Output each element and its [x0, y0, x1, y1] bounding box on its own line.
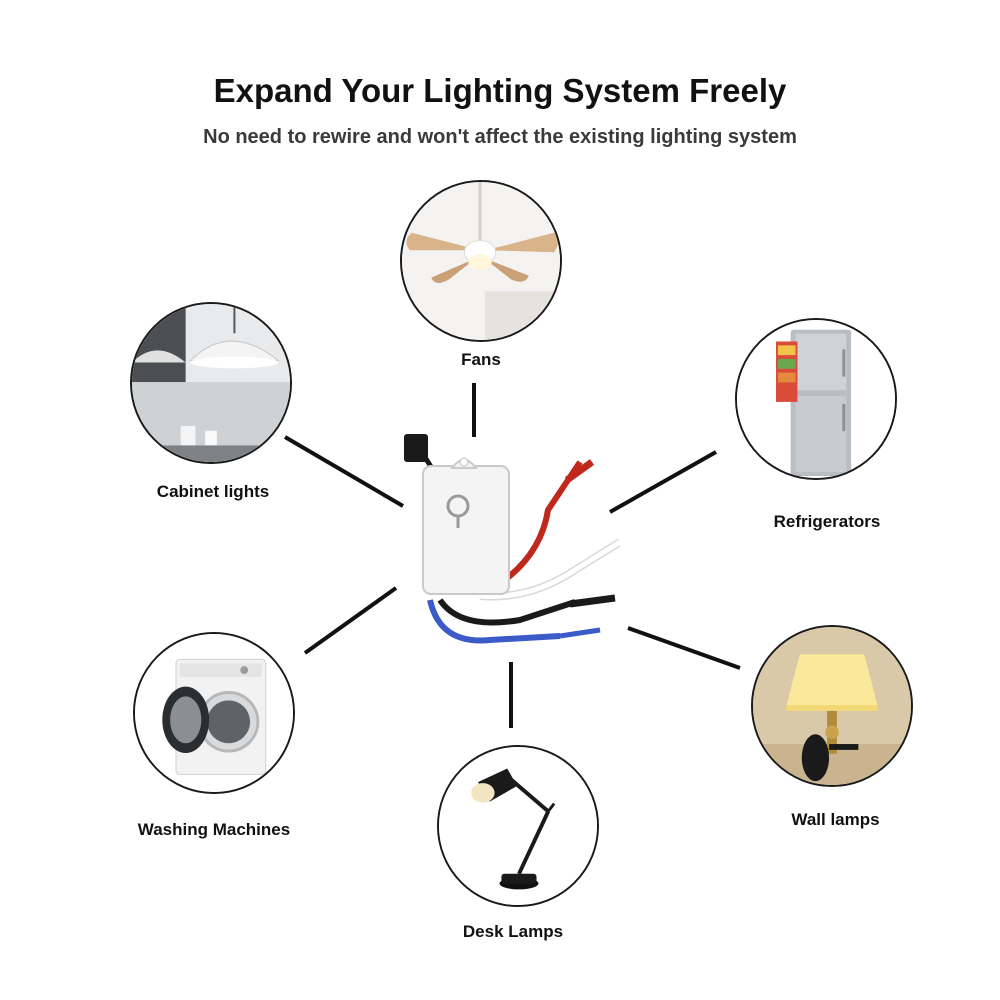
- wall-lamps-image: [751, 625, 913, 787]
- ceiling-fan-icon: [402, 182, 560, 340]
- page-title: Expand Your Lighting System Freely: [213, 72, 787, 109]
- pendant-lamp-icon: [132, 304, 290, 462]
- refrigerator-icon: [737, 320, 895, 478]
- washing-machines-image: [133, 632, 295, 794]
- fans-image: [400, 180, 562, 342]
- cabinet-lights-label: Cabinet lights: [156, 482, 270, 501]
- washing-machines-label: Washing Machines: [137, 820, 291, 839]
- connector-line-washer: [303, 586, 398, 655]
- desk-lamp-icon: [439, 747, 597, 905]
- page-subtitle: No need to rewire and won't affect the e…: [203, 126, 797, 148]
- wall-lamp-icon: [753, 627, 911, 785]
- wall-lamps-label: Wall lamps: [791, 810, 880, 829]
- refrigerators-image: [735, 318, 897, 480]
- refrigerators-label: Refrigerators: [773, 512, 881, 531]
- desk-lamps-image: [437, 745, 599, 907]
- connector-line-wall: [627, 626, 741, 670]
- fans-label: Fans: [461, 350, 501, 369]
- cabinet-lights-image: [130, 302, 292, 464]
- washing-machine-icon: [135, 634, 293, 792]
- relay-module-icon: [404, 434, 620, 644]
- desk-lamps-label: Desk Lamps: [462, 922, 564, 941]
- connector-line-cabinet: [283, 435, 405, 508]
- connector-line-fridge: [609, 450, 717, 514]
